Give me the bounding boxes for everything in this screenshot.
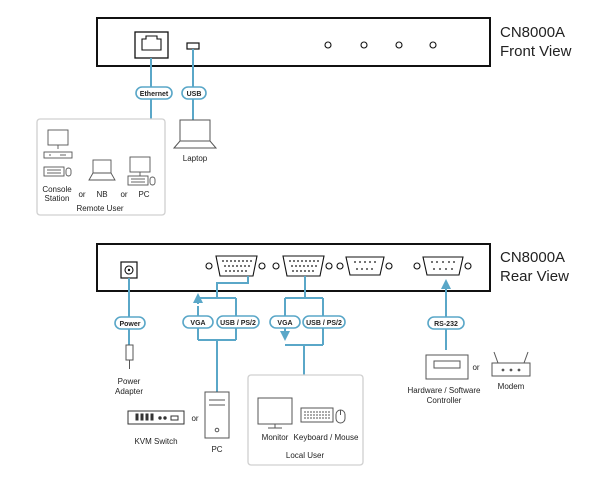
vga-badge (269, 315, 301, 329)
laptop-icon (172, 119, 218, 149)
rs232-cable: RS-232 (427, 279, 465, 350)
led-icon (429, 41, 437, 49)
notebook-icon (88, 159, 116, 181)
power-adapter-label-line1: Power (118, 377, 141, 386)
or-label: or (472, 363, 479, 372)
nb-label: NB (96, 190, 107, 199)
power-adapter-icon (125, 344, 134, 369)
or-label: or (78, 190, 85, 199)
usb-label: USB (187, 91, 202, 98)
controller-label-line1: Hardware / Software (408, 386, 481, 395)
front-title-line1: CN8000A (500, 24, 565, 41)
pc-label: PC (138, 190, 149, 199)
controller-icon (425, 354, 469, 380)
usb-ps2-badge (216, 315, 260, 329)
status-leds (324, 41, 437, 49)
ethernet-cable: Ethernet (135, 58, 173, 119)
power-jack-icon (120, 261, 138, 279)
remote-user-label: Remote User (76, 204, 123, 213)
monitor-label: Monitor (262, 433, 289, 442)
laptop-label: Laptop (183, 154, 208, 163)
console-label-line1: Console (42, 185, 72, 194)
pc-label: PC (211, 445, 222, 454)
power-adapter-label-line2: Adapter (115, 387, 143, 396)
rs232-label: RS-232 (434, 321, 458, 328)
front-title-line2: Front View (500, 43, 572, 60)
db-port-icon (205, 255, 266, 277)
remote-user-group: Console Station or NB or PC Remote User (36, 118, 166, 216)
usb-ps2-label: USB / PS/2 (220, 320, 256, 327)
db-port-icon (272, 255, 333, 277)
local-user-group: Monitor Keyboard / Mouse Local User (247, 374, 364, 466)
or-label: or (191, 414, 198, 423)
keyboard-mouse-icon (300, 407, 346, 424)
modem-label: Modem (498, 382, 525, 391)
usb-ps2-badge (302, 315, 346, 329)
usb-cable: USB (181, 49, 207, 120)
rear-title-line2: Rear View (500, 268, 569, 285)
local-user-label: Local User (286, 451, 325, 460)
pc-tower-icon (204, 391, 230, 439)
pc-cables (193, 276, 249, 392)
power-label: Power (119, 321, 140, 328)
usb-ps2-label: USB / PS/2 (306, 320, 342, 327)
vga-label: VGA (190, 320, 205, 327)
or-label: or (120, 190, 127, 199)
ethernet-port-icon (134, 31, 169, 59)
rear-title-line1: CN8000A (500, 249, 565, 266)
kvm-switch-icon (127, 410, 185, 425)
vga-label: VGA (277, 320, 292, 327)
db-port-icon (413, 256, 472, 276)
monitor-icon (257, 397, 293, 429)
vga-badge (182, 315, 214, 329)
keyboard-mouse-label: Keyboard / Mouse (294, 433, 359, 442)
led-icon (395, 41, 403, 49)
modem-icon (491, 351, 531, 377)
ethernet-label: Ethernet (140, 91, 169, 98)
pc-icon (127, 156, 156, 186)
rear-view: CN8000A Rear View Power Power Adapter VG… (96, 243, 569, 466)
kvm-switch-label: KVM Switch (134, 437, 177, 446)
front-view: CN8000A Front View Ethernet USB Laptop (36, 17, 572, 216)
led-icon (324, 41, 332, 49)
usb-port-icon (186, 42, 200, 50)
console-label-line2: Station (45, 194, 70, 203)
led-icon (360, 41, 368, 49)
console-station-icon (43, 129, 73, 177)
db-port-icon (336, 256, 393, 276)
controller-label-line2: Controller (427, 396, 462, 405)
power-cable: Power (114, 278, 146, 345)
